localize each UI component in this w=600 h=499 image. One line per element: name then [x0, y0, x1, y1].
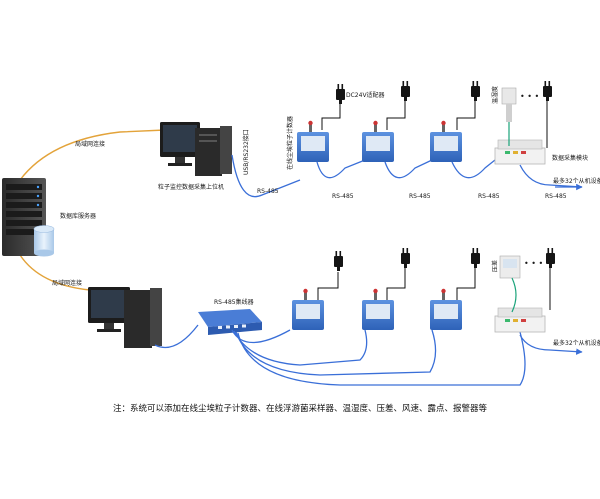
temp-humidity-sensor-top [501, 87, 517, 146]
power-plug-icon-8 [546, 248, 555, 268]
label-host-pc: 粒子监控数据采集上位机 [158, 183, 224, 191]
label-rs485-5: RS-485 [545, 193, 567, 200]
particle-counter-4 [292, 288, 324, 330]
rs485-bus-top [231, 154, 583, 198]
power-plug-icon-7 [471, 248, 480, 268]
label-hub: RS-485集线器 [214, 298, 254, 306]
label-db-server: 数据库服务器 [60, 212, 96, 220]
hub-fanout-links [231, 329, 526, 386]
data-module-bottom [494, 307, 546, 333]
label-max-slaves-top: 最多32个从机设备 [553, 177, 600, 185]
label-pressure: 压差 [491, 260, 499, 272]
label-rs485-4: RS-485 [478, 193, 500, 200]
particle-counter-2 [362, 120, 394, 162]
adapter-wires-top [321, 101, 548, 148]
particle-counter-1 [297, 120, 329, 162]
ellipsis-bottom: • • • [524, 259, 543, 268]
data-module-top [494, 139, 546, 165]
label-rs485-3: RS-485 [409, 193, 431, 200]
pc-to-hub-link [154, 324, 199, 349]
label-rs485-2: RS-485 [332, 193, 354, 200]
label-dc-adapter: DC24V适配器 [346, 91, 385, 99]
label-temp-humidity: 温湿度 [491, 86, 499, 104]
ellipsis-top: • • • [520, 92, 539, 101]
power-plug-icon-6 [401, 248, 410, 268]
label-usb-port: USB/RS232接口 [242, 129, 250, 175]
host-pc-icon [160, 122, 232, 176]
label-lan-top: 局域网连接 [75, 140, 105, 148]
host-pc-2-icon [88, 287, 162, 348]
label-particle-counter: 在线尘埃粒子计数器 [286, 116, 294, 170]
label-data-module: 数据采集模块 [552, 154, 588, 162]
footnote: 注：系统可以添加在线尘埃粒子计数器、在线浮游菌采样器、温湿度、压差、风速、露点、… [112, 404, 487, 414]
label-max-slaves-bottom: 最多32个从机设备 [553, 339, 600, 347]
database-cylinder-icon [33, 225, 55, 257]
rs485-hub-icon [198, 309, 262, 335]
pressure-sensor [499, 255, 521, 313]
module-to-arrow-link [519, 334, 551, 351]
label-rs485-1: RS-485 [257, 188, 279, 195]
power-plug-icon-3 [471, 81, 480, 101]
particle-counter-5 [362, 288, 394, 330]
power-plug-icon-5 [334, 251, 343, 271]
label-lan-bottom: 局域网连接 [52, 279, 82, 287]
power-plug-icon-4 [543, 81, 552, 101]
arrow-bottom [549, 348, 583, 355]
lan-link-top [19, 129, 166, 181]
power-plug-icon-2 [401, 81, 410, 101]
lan-link-bottom [19, 254, 91, 291]
particle-counter-6 [430, 288, 462, 330]
power-plug-icon-1 [336, 84, 345, 104]
particle-counter-3 [430, 120, 462, 162]
adapter-wires-bottom [317, 268, 551, 310]
